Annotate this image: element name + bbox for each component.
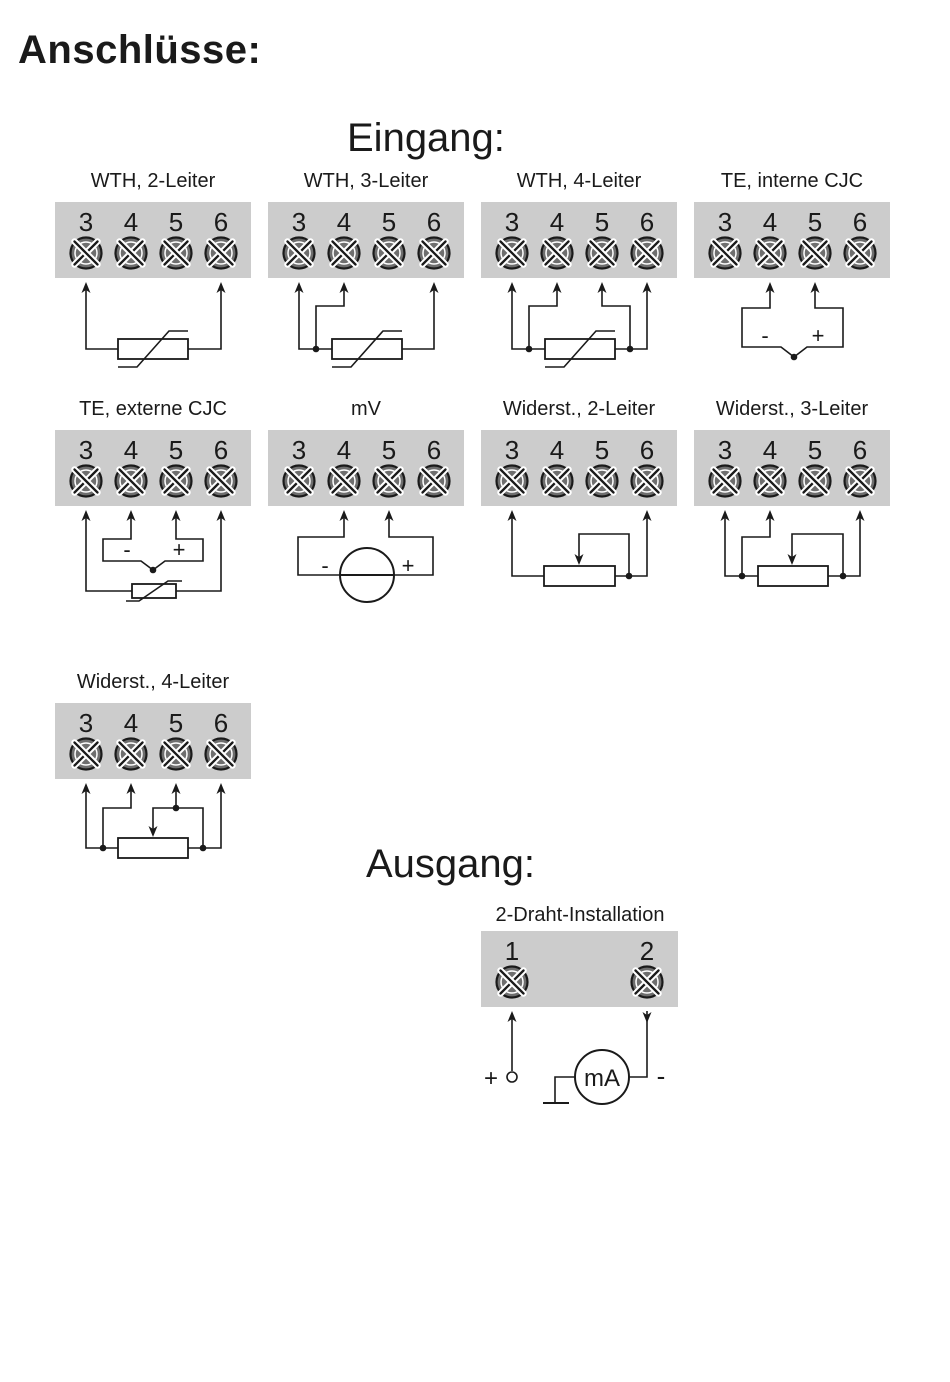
junction-dot <box>313 346 320 353</box>
terminal-block: WTH, 4-Leiter 3 4 5 6 <box>481 170 677 367</box>
terminal-number: 1 <box>505 936 519 966</box>
wire <box>629 1011 647 1077</box>
terminal-number: 4 <box>550 435 564 465</box>
terminal-number: 5 <box>169 207 183 237</box>
terminal-number: 4 <box>124 207 138 237</box>
terminal-number: 5 <box>595 207 609 237</box>
terminal-block: WTH, 2-Leiter 3 4 5 6 <box>55 170 251 367</box>
terminal-number: 4 <box>337 207 351 237</box>
thermocouple-symbol <box>103 513 203 570</box>
terminal-number: 4 <box>550 207 564 237</box>
terminal-block: mV 3 4 5 6 - + <box>268 398 464 602</box>
junction-dot <box>626 573 633 580</box>
terminal-number: 6 <box>214 708 228 738</box>
junction-dot <box>173 805 180 812</box>
terminal-number: 2 <box>640 936 654 966</box>
block-label: Widerst., 4-Leiter <box>77 671 230 693</box>
terminal-number: 6 <box>640 207 654 237</box>
terminal-block: WTH, 3-Leiter 3 4 5 6 <box>268 170 464 367</box>
terminal-number: 3 <box>79 435 93 465</box>
terminal-number: 5 <box>169 708 183 738</box>
terminal-number: 5 <box>595 435 609 465</box>
terminal-number: 3 <box>79 708 93 738</box>
resistor-symbol <box>544 566 615 586</box>
junction-dot <box>526 346 533 353</box>
thermocouple-symbol <box>742 285 843 357</box>
block-label: TE, externe CJC <box>79 398 227 420</box>
polarity-plus: + <box>812 323 825 348</box>
terminal-number: 3 <box>718 435 732 465</box>
supply-terminal-icon <box>507 1072 517 1082</box>
terminal-number: 5 <box>382 207 396 237</box>
terminal-number: 4 <box>337 435 351 465</box>
block-label: Widerst., 3-Leiter <box>716 398 869 420</box>
terminal-number: 6 <box>853 207 867 237</box>
terminal-number: 3 <box>505 207 519 237</box>
junction-dot <box>627 346 634 353</box>
terminal-number: 4 <box>763 207 777 237</box>
terminal-block: TE, externe CJC 3 4 5 6 - + <box>55 398 251 601</box>
terminal-number: 3 <box>292 435 306 465</box>
terminal-block: Widerst., 2-Leiter 3 4 5 6 <box>481 398 677 586</box>
terminal-number: 6 <box>640 435 654 465</box>
polarity-plus: + <box>402 553 415 578</box>
block-label: TE, interne CJC <box>721 170 863 192</box>
terminal-block: Widerst., 3-Leiter 3 4 5 6 <box>694 398 890 586</box>
terminal-number: 4 <box>124 708 138 738</box>
resistor-symbol <box>118 838 188 858</box>
polarity-minus: - <box>321 553 328 578</box>
terminal-number: 3 <box>718 207 732 237</box>
block-label: WTH, 3-Leiter <box>304 170 429 192</box>
junction-dot <box>791 354 798 361</box>
junction-dot <box>150 567 157 574</box>
junction-dot <box>100 845 107 852</box>
polarity-minus: - <box>761 323 768 348</box>
wire <box>86 513 221 591</box>
terminal-number: 5 <box>382 435 396 465</box>
terminal-block: TE, interne CJC 3 4 5 6 - + <box>694 170 890 360</box>
terminal-number: 3 <box>505 435 519 465</box>
terminal-number: 3 <box>292 207 306 237</box>
terminal-number: 6 <box>427 207 441 237</box>
block-label: WTH, 4-Leiter <box>517 170 642 192</box>
terminal-number: 3 <box>79 207 93 237</box>
terminal-number: 6 <box>853 435 867 465</box>
block-label: 2-Draht-Installation <box>496 904 665 926</box>
terminal-block: Widerst., 4-Leiter 3 4 5 6 <box>55 671 251 858</box>
terminal-number: 6 <box>214 435 228 465</box>
output-terminal-block: 2-Draht-Installation 1 2 + mA - <box>481 904 678 1104</box>
terminal-number: 5 <box>808 207 822 237</box>
block-label: WTH, 2-Leiter <box>91 170 216 192</box>
terminal-number: 6 <box>214 207 228 237</box>
terminal-number: 4 <box>124 435 138 465</box>
junction-dot <box>840 573 847 580</box>
junction-dot <box>739 573 746 580</box>
terminal-number: 4 <box>763 435 777 465</box>
terminal-number: 6 <box>427 435 441 465</box>
ammeter-label: mA <box>584 1065 620 1092</box>
terminal-number: 5 <box>808 435 822 465</box>
block-label: mV <box>351 398 382 420</box>
supply-plus: + <box>484 1065 498 1092</box>
resistor-symbol <box>758 566 828 586</box>
polarity-minus: - <box>123 537 130 562</box>
polarity-plus: + <box>173 537 186 562</box>
junction-dot <box>200 845 207 852</box>
terminal-number: 5 <box>169 435 183 465</box>
block-label: Widerst., 2-Leiter <box>503 398 656 420</box>
supply-minus: - <box>657 1061 666 1091</box>
wire <box>555 1077 575 1103</box>
